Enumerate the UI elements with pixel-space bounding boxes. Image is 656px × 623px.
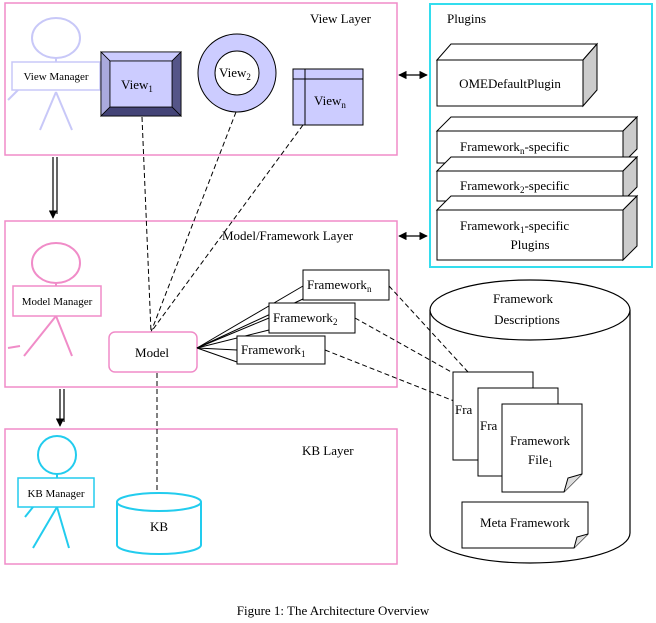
view1-label: View1	[121, 77, 153, 94]
framework-2-label: Framework2	[273, 310, 337, 327]
framework-1-plugin	[435, 194, 639, 262]
framework-1-plugin-label-line2: Plugins	[510, 237, 549, 252]
view1-box	[100, 51, 182, 117]
framework-file-front-line1: Framework	[510, 433, 570, 448]
kb-cylinder	[116, 492, 202, 555]
kb-label: KB	[150, 519, 168, 534]
kb-layer-title: KB Layer	[302, 443, 354, 458]
kb-manager-label: KB Manager	[27, 488, 84, 500]
kb-manager-box	[17, 477, 95, 508]
framework-descriptions-line1: Framework	[493, 291, 553, 306]
model-manager-label: Model Manager	[22, 296, 93, 308]
kb-manager-figure	[24, 435, 77, 549]
framework-n-plugin-label: Frameworkn-specific	[460, 139, 569, 156]
viewn-box	[292, 68, 364, 126]
framework-file-links	[324, 285, 503, 421]
framework-2-plugin-label: Framework2-specific	[460, 178, 569, 195]
model-layer-box	[4, 220, 398, 388]
view-layer-box	[4, 2, 398, 156]
framework-descriptions-line2: Descriptions	[494, 312, 560, 327]
ome-default-plugin-label: OMEDefaultPlugin	[459, 76, 561, 91]
view-manager-box	[11, 61, 101, 91]
framework-1-plugin-label: Framework1-specific	[460, 218, 569, 235]
view2-hole	[214, 50, 260, 96]
framework-file-front-line2: File1	[528, 452, 553, 469]
model-manager-box	[12, 285, 102, 317]
plugins-title: Plugins	[447, 11, 486, 26]
model-box	[108, 331, 198, 373]
model-framework-links	[196, 285, 304, 363]
meta-framework-label: Meta Framework	[480, 515, 570, 530]
kb-layer-box	[4, 428, 398, 565]
framework-file-middle-label: Fra	[480, 418, 498, 433]
viewn-label: Viewn	[314, 93, 346, 110]
model-layer-title: Model/Framework Layer	[222, 228, 354, 243]
framework-1-label: Framework1	[241, 342, 305, 359]
meta-framework-doc	[461, 501, 589, 549]
plugins-box	[429, 3, 653, 268]
framework-n-box	[302, 269, 390, 301]
framework-file-front	[501, 403, 583, 493]
view2-label: View2	[219, 65, 251, 82]
framework-n-label: Frameworkn	[307, 277, 372, 294]
framework-file-back-label: Fra	[455, 402, 473, 417]
view-layer-title: View Layer	[310, 11, 372, 26]
framework-2-box	[268, 302, 356, 334]
figure-caption: Figure 1: The Architecture Overview	[237, 603, 430, 618]
view-model-links	[141, 111, 304, 333]
model-manager-figure	[7, 242, 81, 357]
model-label: Model	[135, 345, 169, 360]
view-manager-label: View Manager	[23, 71, 88, 83]
ome-default-plugin	[435, 42, 599, 108]
framework-1-box	[236, 335, 326, 365]
